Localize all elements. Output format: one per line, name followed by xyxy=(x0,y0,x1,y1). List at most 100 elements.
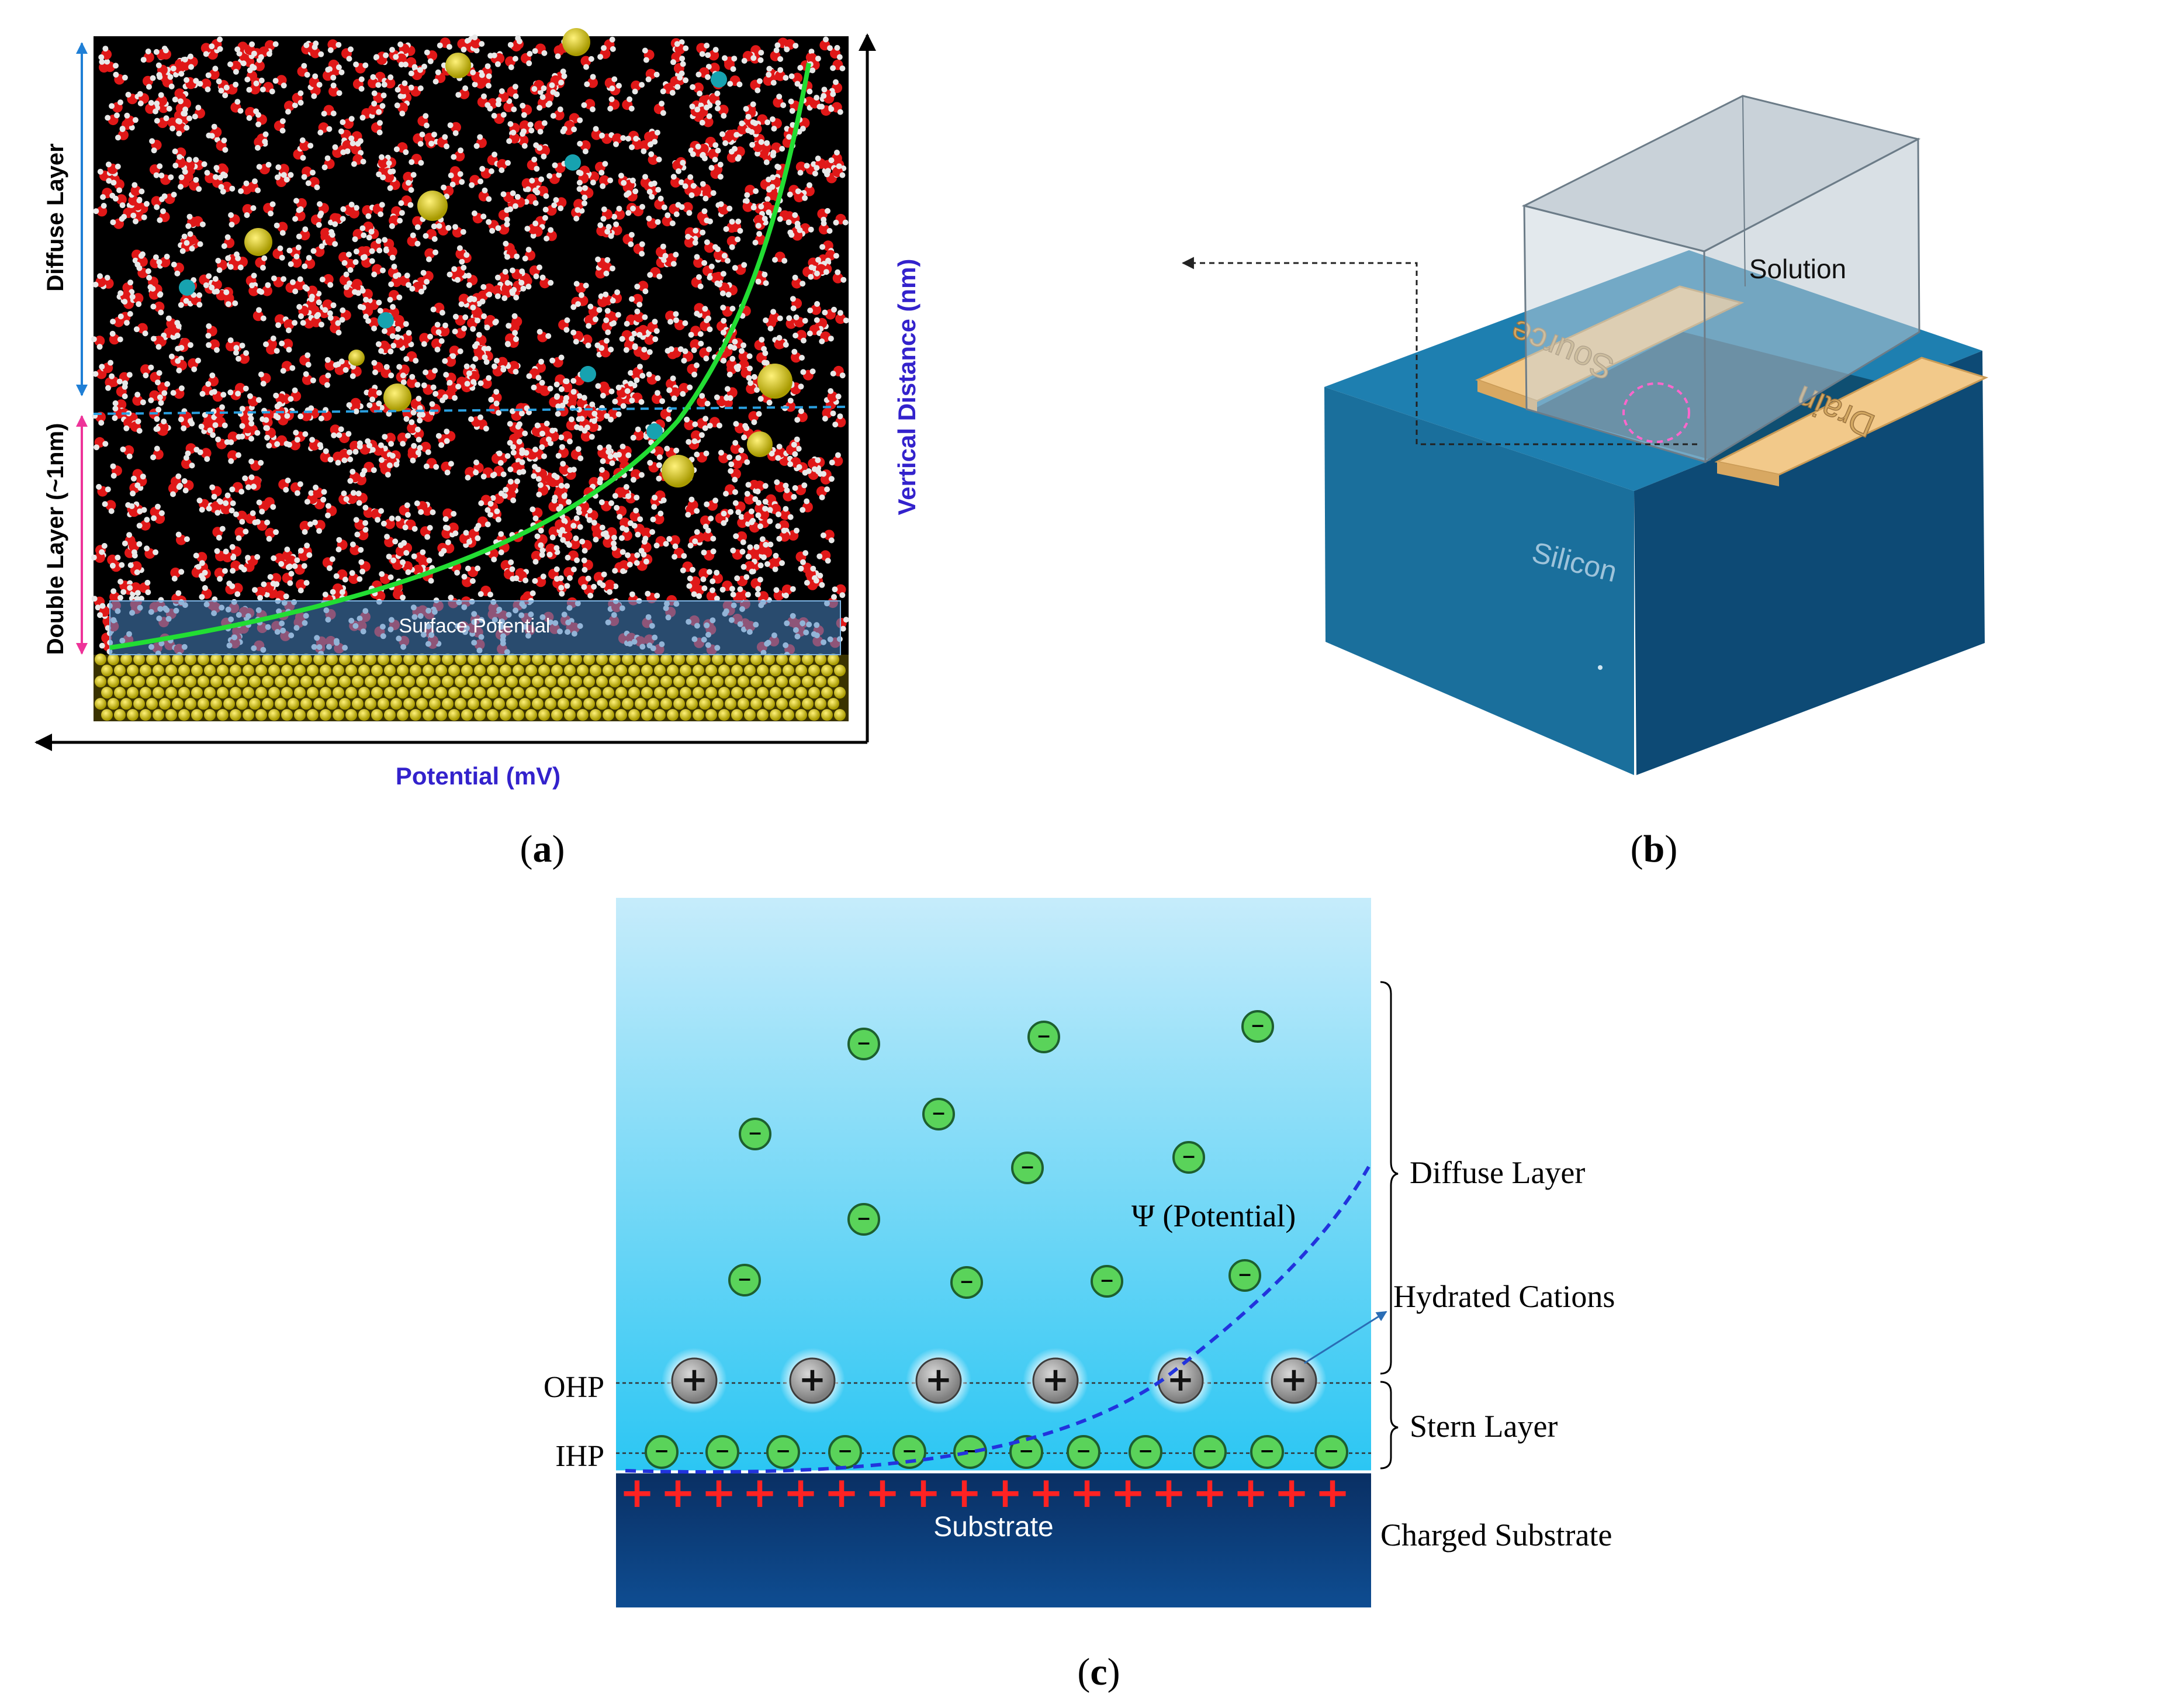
water-hydrogen xyxy=(625,210,632,216)
water-hydrogen xyxy=(264,434,271,441)
water-hydrogen xyxy=(591,520,597,526)
water-hydrogen xyxy=(109,330,116,337)
water-hydrogen xyxy=(834,150,840,155)
water-hydrogen xyxy=(582,185,588,191)
water-hydrogen xyxy=(833,253,839,259)
water-hydrogen xyxy=(675,202,681,208)
water-hydrogen xyxy=(430,306,437,313)
water-hydrogen xyxy=(541,453,547,459)
water-hydrogen xyxy=(531,86,538,92)
water-hydrogen xyxy=(325,512,331,518)
substrate-atom xyxy=(635,676,646,687)
water-hydrogen xyxy=(652,319,658,325)
substrate-atom xyxy=(680,709,691,721)
water-hydrogen xyxy=(156,370,162,376)
substrate-atom xyxy=(648,698,659,710)
water-hydrogen xyxy=(623,347,629,353)
cation-sign: + xyxy=(681,1361,708,1399)
water-hydrogen xyxy=(704,239,710,246)
water-hydrogen xyxy=(426,256,432,262)
substrate-atom xyxy=(570,676,582,687)
substrate-atom xyxy=(185,676,196,687)
water-hydrogen xyxy=(767,326,774,331)
water-hydrogen xyxy=(396,294,403,300)
water-hydrogen xyxy=(700,229,706,236)
water-hydrogen xyxy=(718,201,724,208)
water-hydrogen xyxy=(541,120,548,126)
water-hydrogen xyxy=(639,372,646,379)
anion-sign: − xyxy=(1138,1441,1153,1462)
water-hydrogen xyxy=(611,540,617,547)
water-hydrogen xyxy=(112,406,119,412)
water-hydrogen xyxy=(292,320,298,326)
water-hydrogen xyxy=(164,254,170,260)
water-hydrogen xyxy=(224,492,231,499)
water-hydrogen xyxy=(370,74,376,80)
water-hydrogen xyxy=(770,309,777,315)
water-hydrogen xyxy=(577,117,583,123)
water-hydrogen xyxy=(797,65,804,71)
water-oxygen xyxy=(697,396,708,407)
water-hydrogen xyxy=(400,93,406,99)
surface-charge: + xyxy=(1110,1468,1145,1517)
water-hydrogen xyxy=(600,216,607,222)
water-hydrogen xyxy=(471,210,477,216)
water-hydrogen xyxy=(172,162,179,169)
substrate-atom xyxy=(673,698,685,710)
water-hydrogen xyxy=(795,445,802,452)
water-hydrogen xyxy=(251,50,257,57)
water-hydrogen xyxy=(684,416,690,423)
substrate-atom xyxy=(821,687,833,699)
water-hydrogen xyxy=(636,331,643,338)
substrate-atom xyxy=(326,698,338,710)
water-hydrogen xyxy=(156,259,162,265)
cation-sign: + xyxy=(1167,1361,1195,1399)
water-hydrogen xyxy=(612,568,618,574)
water-hydrogen xyxy=(694,310,700,317)
water-hydrogen xyxy=(247,393,253,399)
water-hydrogen xyxy=(748,508,755,514)
water-hydrogen xyxy=(609,460,615,466)
water-hydrogen xyxy=(389,452,396,459)
water-hydrogen xyxy=(547,385,553,392)
anion-sign: − xyxy=(856,1033,871,1053)
water-hydrogen xyxy=(327,282,334,288)
water-hydrogen xyxy=(551,202,558,209)
water-hydrogen xyxy=(828,388,834,394)
water-hydrogen xyxy=(537,129,544,135)
substrate-atom xyxy=(153,709,164,721)
water-hydrogen xyxy=(176,154,183,160)
chloride-ion xyxy=(580,366,596,382)
water-hydrogen xyxy=(551,497,558,504)
water-hydrogen xyxy=(613,221,620,227)
water-hydrogen xyxy=(627,561,633,568)
substrate-atom xyxy=(127,709,139,721)
water-hydrogen xyxy=(740,539,746,545)
water-hydrogen xyxy=(478,500,484,506)
water-hydrogen xyxy=(784,487,790,493)
water-hydrogen xyxy=(543,193,549,199)
water-hydrogen xyxy=(150,286,156,292)
water-hydrogen xyxy=(213,174,219,180)
water-hydrogen xyxy=(669,89,676,96)
water-hydrogen xyxy=(728,344,733,350)
water-hydrogen xyxy=(743,425,750,431)
surface-charge: + xyxy=(1274,1468,1309,1517)
water-hydrogen xyxy=(610,265,615,272)
water-hydrogen xyxy=(304,285,310,292)
water-hydrogen xyxy=(355,140,361,147)
water-hydrogen xyxy=(482,354,488,361)
water-hydrogen xyxy=(645,590,651,597)
water-hydrogen xyxy=(176,484,182,490)
water-hydrogen xyxy=(414,426,421,433)
water-hydrogen xyxy=(839,172,846,178)
water-hydrogen xyxy=(638,472,645,478)
water-hydrogen xyxy=(732,489,738,495)
water-hydrogen xyxy=(583,64,589,70)
water-oxygen xyxy=(653,514,665,525)
water-hydrogen xyxy=(755,591,761,597)
water-hydrogen xyxy=(397,42,404,47)
water-hydrogen xyxy=(646,189,653,195)
water-hydrogen xyxy=(750,101,756,108)
substrate-atom xyxy=(705,665,717,676)
